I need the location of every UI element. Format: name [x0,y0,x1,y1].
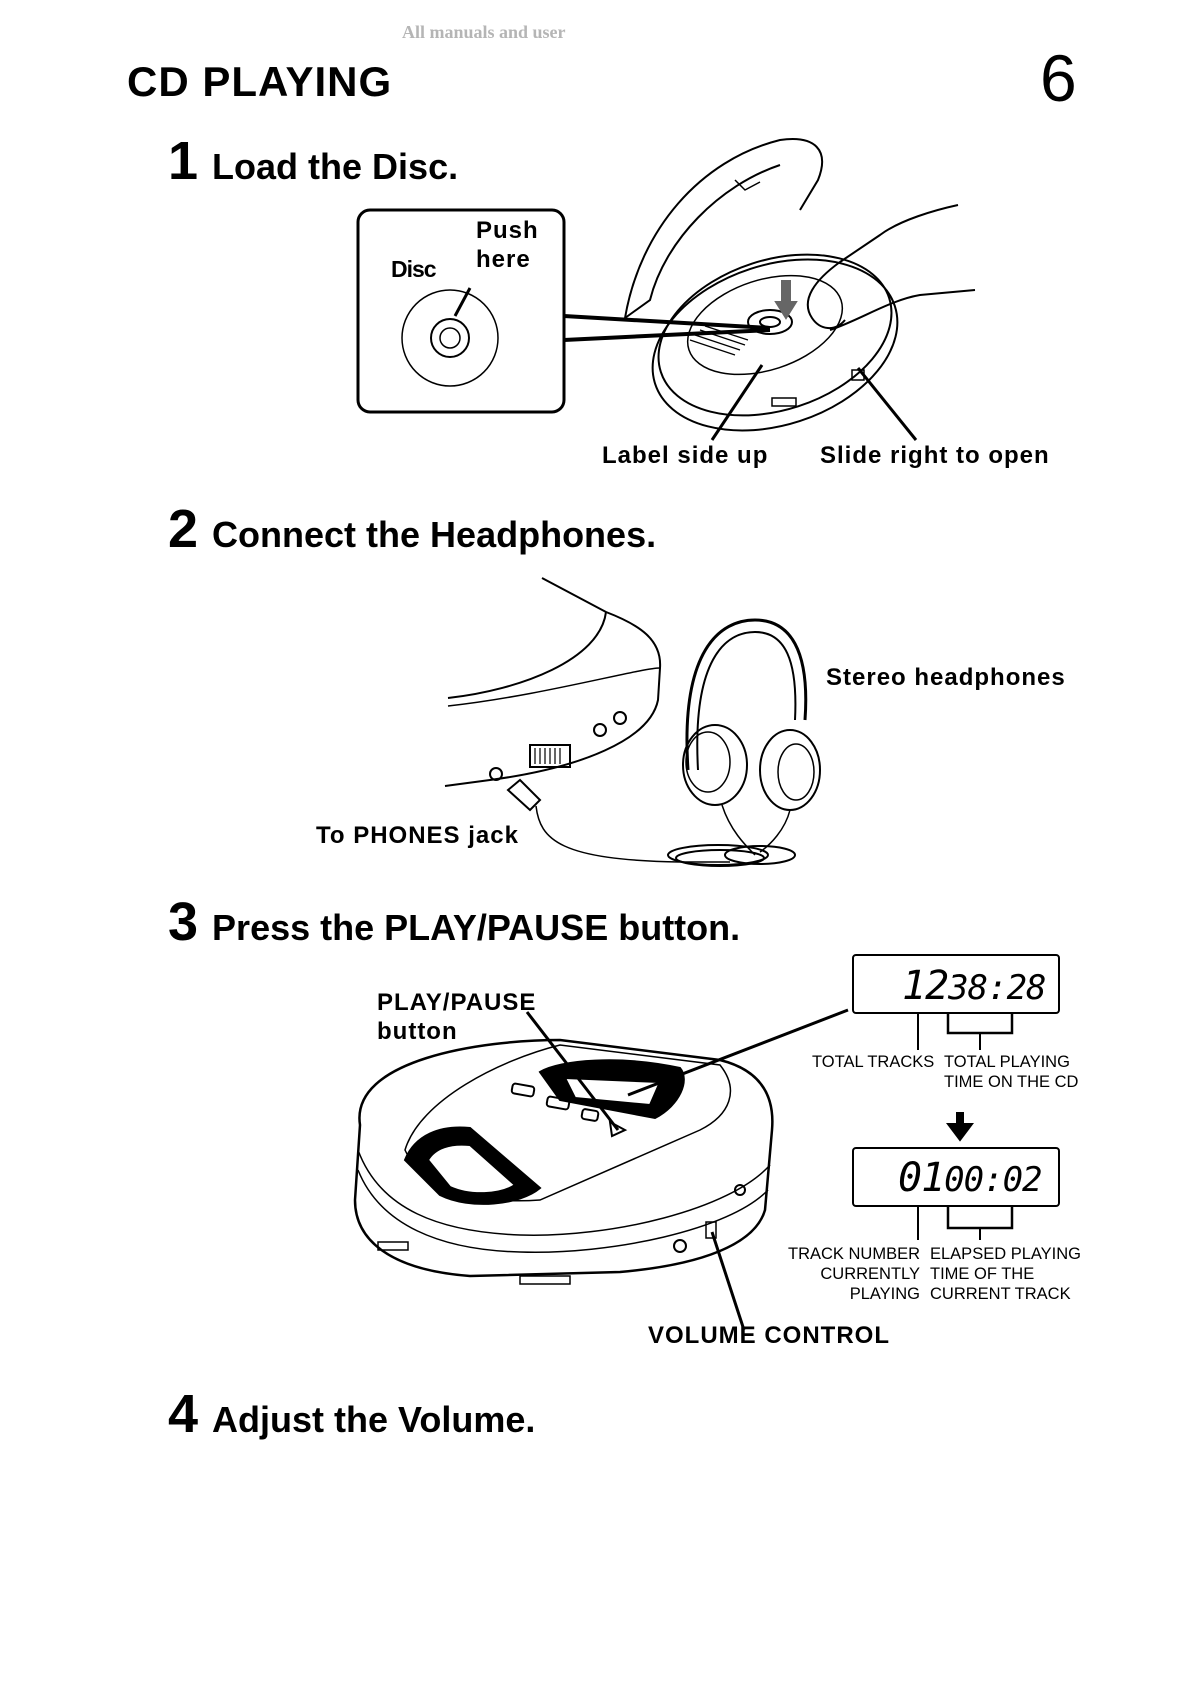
step-3-heading: 3 Press the PLAY/PAUSE button. [168,891,740,953]
total-time-line-2: TIME ON THE CD [944,1073,1079,1091]
step-2-text: Connect the Headphones. [212,514,657,555]
total-time-line-1: TOTAL PLAYING [944,1053,1070,1071]
total-tracks-label: TOTAL TRACKS [812,1053,935,1071]
step-3-text: Press the PLAY/PAUSE button. [212,907,741,948]
track-number-line-2: CURRENTLY [820,1265,920,1283]
slide-right-label: Slide right to open [820,442,1050,469]
lcd-display-2: 0100:02 [898,1153,1048,1203]
page-number: 6 [1040,41,1077,115]
step-4-text: Adjust the Volume. [212,1399,536,1440]
disc-label: Disc [391,256,437,282]
lcd-2-tracks: 01 [898,1155,945,1201]
watermark: All manuals and user [402,22,566,42]
step-1-heading: 1 Load the Disc. [168,130,458,192]
play-pause-label: PLAY/PAUSE button [377,988,536,1046]
lcd-1-time: 38:28 [948,968,1046,1008]
page-title: CD PLAYING [127,58,393,105]
lcd-1-tracks: 12 [902,963,949,1009]
elapsed-line-1: ELAPSED PLAYING [930,1245,1082,1263]
step-1-number: 1 [168,131,199,191]
push-here-label: Push here [476,216,539,274]
total-time-label: TOTAL PLAYING TIME ON THE CD [944,1052,1078,1092]
play-pause-line-2: button [377,1018,458,1045]
step-4-heading: 4 Adjust the Volume. [168,1383,535,1445]
lcd-display-1: 1238:28 [902,961,1047,1011]
volume-control-label: VOLUME CONTROL [648,1322,890,1349]
step-1-text: Load the Disc. [212,146,459,187]
lcd-2-time: 00:02 [944,1160,1042,1200]
track-number-line-1: TRACK NUMBER [787,1245,920,1263]
track-number-line-3: PLAYING [849,1285,920,1303]
stereo-headphones-label: Stereo headphones [826,664,1066,691]
track-number-label: TRACK NUMBER CURRENTLY PLAYING [760,1244,920,1304]
elapsed-line-2: TIME OF THE [930,1265,1035,1283]
step-4-number: 4 [168,1384,199,1444]
step-3-number: 3 [168,892,199,952]
label-side-up-label: Label side up [602,442,769,469]
push-here-line-1: Push [476,217,539,244]
step-2-heading: 2 Connect the Headphones. [168,498,656,560]
push-here-line-2: here [476,246,531,273]
phones-jack-label: To PHONES jack [316,822,519,849]
elapsed-line-3: CURRENT TRACK [930,1285,1071,1303]
play-pause-line-1: PLAY/PAUSE [377,989,537,1016]
step-2-number: 2 [168,499,199,559]
elapsed-time-label: ELAPSED PLAYING TIME OF THE CURRENT TRAC… [930,1244,1081,1304]
